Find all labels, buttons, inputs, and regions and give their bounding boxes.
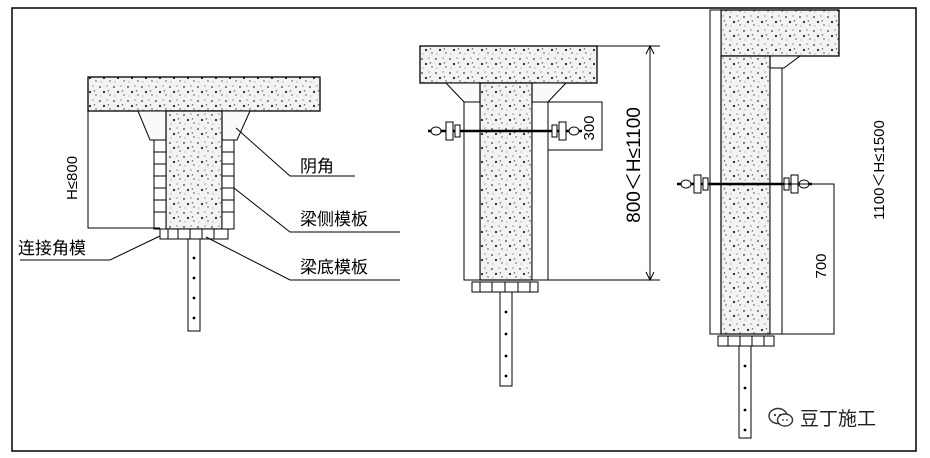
leader-liangdi	[205, 236, 400, 281]
side-form-left-1	[153, 139, 167, 230]
leader-liangce	[233, 187, 400, 233]
dim-label-3: 1100＜H≤1500	[871, 120, 888, 220]
haunch-right-2	[531, 82, 568, 103]
leader-lianjie	[20, 235, 161, 261]
dim-label-300: 300	[581, 115, 598, 140]
beam-web-2	[479, 82, 533, 281]
side-form-right-1	[221, 139, 235, 230]
leader-yinjiao	[235, 127, 355, 177]
support-post-2	[499, 291, 513, 387]
dim-label-1: H≤800	[64, 156, 81, 200]
diagram-1: H≤800 阴角 梁侧模板 梁底模板 连接角模	[18, 76, 400, 332]
haunch-left-2	[444, 82, 481, 103]
side-form-right-3	[769, 67, 783, 335]
label-lianjie: 连接角模	[18, 239, 86, 259]
diagram-2: 300 800＜H≤1100	[419, 44, 660, 387]
dim-box-300	[548, 101, 603, 151]
bottom-form-1	[159, 228, 229, 240]
tie-bolt-2	[428, 121, 582, 141]
haunch-right-1	[221, 110, 251, 141]
diagram-3: 700 1100＜H≤1500	[677, 9, 888, 439]
dim-label-2: 800＜H≤1100	[624, 107, 645, 223]
beam-web-1	[165, 110, 223, 230]
dim-bracket-700	[782, 183, 835, 335]
side-form-left-2	[463, 101, 481, 281]
watermark-text: 豆丁施工	[800, 408, 877, 430]
dim-bracket-1	[87, 111, 160, 229]
dim-label-700: 700	[813, 253, 830, 278]
haunch-left-1	[137, 110, 167, 141]
wechat-bubble-icon	[768, 407, 794, 427]
watermark: 豆丁施工	[768, 404, 876, 431]
bottom-form-3	[717, 335, 775, 347]
haunch-right-3	[769, 55, 802, 69]
slab-2	[419, 45, 598, 84]
support-post-3	[738, 345, 752, 439]
beam-web-3	[720, 55, 771, 335]
slab-3	[720, 9, 840, 57]
slab-1	[87, 76, 321, 112]
side-form-left-3	[709, 9, 722, 335]
side-form-right-2	[531, 101, 549, 281]
label-liangce: 梁侧模板	[300, 210, 368, 230]
support-post-1	[187, 238, 201, 332]
label-liangdi: 梁底模板	[300, 258, 368, 278]
label-yinjiao: 阴角	[300, 157, 334, 177]
outer-frame	[11, 7, 917, 452]
